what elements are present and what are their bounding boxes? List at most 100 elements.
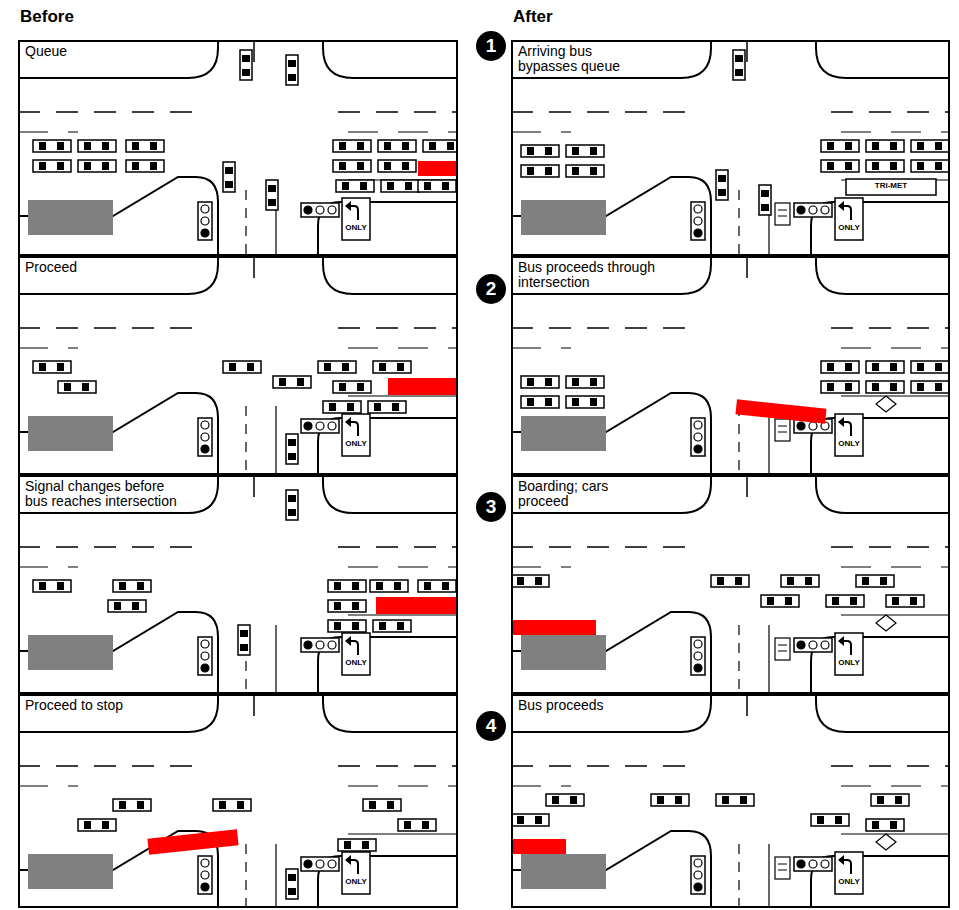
sign-text: ONLY bbox=[344, 440, 368, 448]
signal-lamp bbox=[201, 421, 209, 429]
car bbox=[821, 160, 859, 172]
lane-line bbox=[841, 833, 950, 834]
car-window bbox=[225, 167, 233, 174]
car-window bbox=[527, 378, 534, 386]
car-window bbox=[225, 181, 233, 188]
signal-lamp bbox=[694, 421, 702, 429]
car bbox=[333, 160, 371, 172]
car-window bbox=[424, 582, 431, 590]
sign-arrowhead bbox=[345, 417, 351, 427]
curb bbox=[18, 475, 218, 513]
car-window bbox=[384, 162, 391, 170]
scenario-panel: Boarding; cars proceed bbox=[511, 475, 950, 694]
car-window bbox=[347, 403, 354, 411]
signal-lamp bbox=[797, 206, 805, 214]
scenario-panel: Bus proceeds bbox=[511, 694, 950, 908]
lane-line bbox=[18, 131, 458, 132]
car-window bbox=[817, 816, 824, 824]
bus-shelter bbox=[521, 854, 606, 889]
lane-line bbox=[18, 566, 458, 567]
car-window bbox=[872, 162, 879, 170]
curb bbox=[816, 475, 950, 513]
car-window bbox=[362, 841, 369, 849]
car bbox=[866, 160, 904, 172]
car-window bbox=[329, 403, 336, 411]
car-window bbox=[392, 403, 399, 411]
car-window bbox=[288, 453, 296, 460]
car-window bbox=[387, 182, 394, 190]
car-window bbox=[288, 888, 296, 895]
car-window bbox=[935, 162, 942, 170]
car-window bbox=[845, 142, 852, 150]
car-window bbox=[590, 398, 597, 406]
lane-line bbox=[18, 327, 458, 329]
car bbox=[78, 160, 116, 172]
car-window bbox=[405, 182, 412, 190]
lane-sign bbox=[342, 852, 370, 894]
car-window bbox=[657, 796, 664, 804]
car bbox=[821, 361, 859, 373]
car-window bbox=[890, 383, 897, 391]
car-window bbox=[761, 204, 769, 211]
curb bbox=[323, 475, 458, 513]
sign-text: ONLY bbox=[837, 878, 861, 886]
lane-line bbox=[18, 785, 458, 786]
signal-lamp bbox=[821, 641, 829, 649]
car-window bbox=[570, 796, 577, 804]
car-window bbox=[402, 142, 409, 150]
sign-arrowhead bbox=[345, 855, 351, 865]
car-window bbox=[527, 398, 534, 406]
car bbox=[333, 381, 371, 393]
car bbox=[821, 381, 859, 393]
signal-lamp bbox=[821, 206, 829, 214]
car bbox=[911, 381, 949, 393]
car-window bbox=[740, 796, 747, 804]
car-window bbox=[545, 167, 552, 175]
car bbox=[286, 55, 298, 85]
signal-lamp bbox=[201, 871, 209, 879]
bus bbox=[147, 829, 238, 854]
car bbox=[651, 794, 689, 806]
panel-caption: Proceed to stop bbox=[24, 698, 126, 714]
traffic-signal bbox=[301, 638, 339, 652]
car bbox=[566, 396, 604, 408]
car-window bbox=[102, 142, 109, 150]
car bbox=[240, 50, 252, 80]
car-window bbox=[39, 142, 46, 150]
car-window bbox=[845, 162, 852, 170]
curb bbox=[511, 256, 711, 294]
bus-shelter bbox=[28, 416, 113, 451]
bus-signal-bars bbox=[778, 864, 787, 870]
car bbox=[711, 575, 749, 587]
callout-number: 1 bbox=[476, 31, 506, 61]
bus-signal-bars bbox=[778, 426, 787, 432]
car-window bbox=[57, 162, 64, 170]
car-window bbox=[229, 363, 236, 371]
car-window bbox=[297, 378, 304, 386]
car bbox=[911, 160, 949, 172]
lane-line bbox=[511, 785, 950, 786]
signal-lamp bbox=[316, 206, 324, 214]
car-window bbox=[352, 622, 359, 630]
panel-content bbox=[18, 256, 458, 475]
car-window bbox=[767, 597, 774, 605]
car-window bbox=[890, 162, 897, 170]
car bbox=[223, 361, 261, 373]
sign-arrowhead bbox=[838, 636, 844, 646]
car bbox=[368, 401, 406, 413]
signal-lamp bbox=[809, 422, 817, 430]
bus bbox=[735, 399, 826, 423]
curb bbox=[511, 831, 711, 908]
curb bbox=[511, 40, 711, 78]
traffic-signal bbox=[691, 637, 705, 675]
panel-content bbox=[511, 256, 950, 475]
panel-caption: Bus proceeds bbox=[517, 698, 607, 714]
car-window bbox=[57, 582, 64, 590]
car bbox=[33, 580, 71, 592]
signal-lamp bbox=[694, 205, 702, 213]
car bbox=[78, 819, 116, 831]
signal-lamp bbox=[809, 641, 817, 649]
car-window bbox=[324, 363, 331, 371]
lane-line bbox=[511, 347, 950, 348]
